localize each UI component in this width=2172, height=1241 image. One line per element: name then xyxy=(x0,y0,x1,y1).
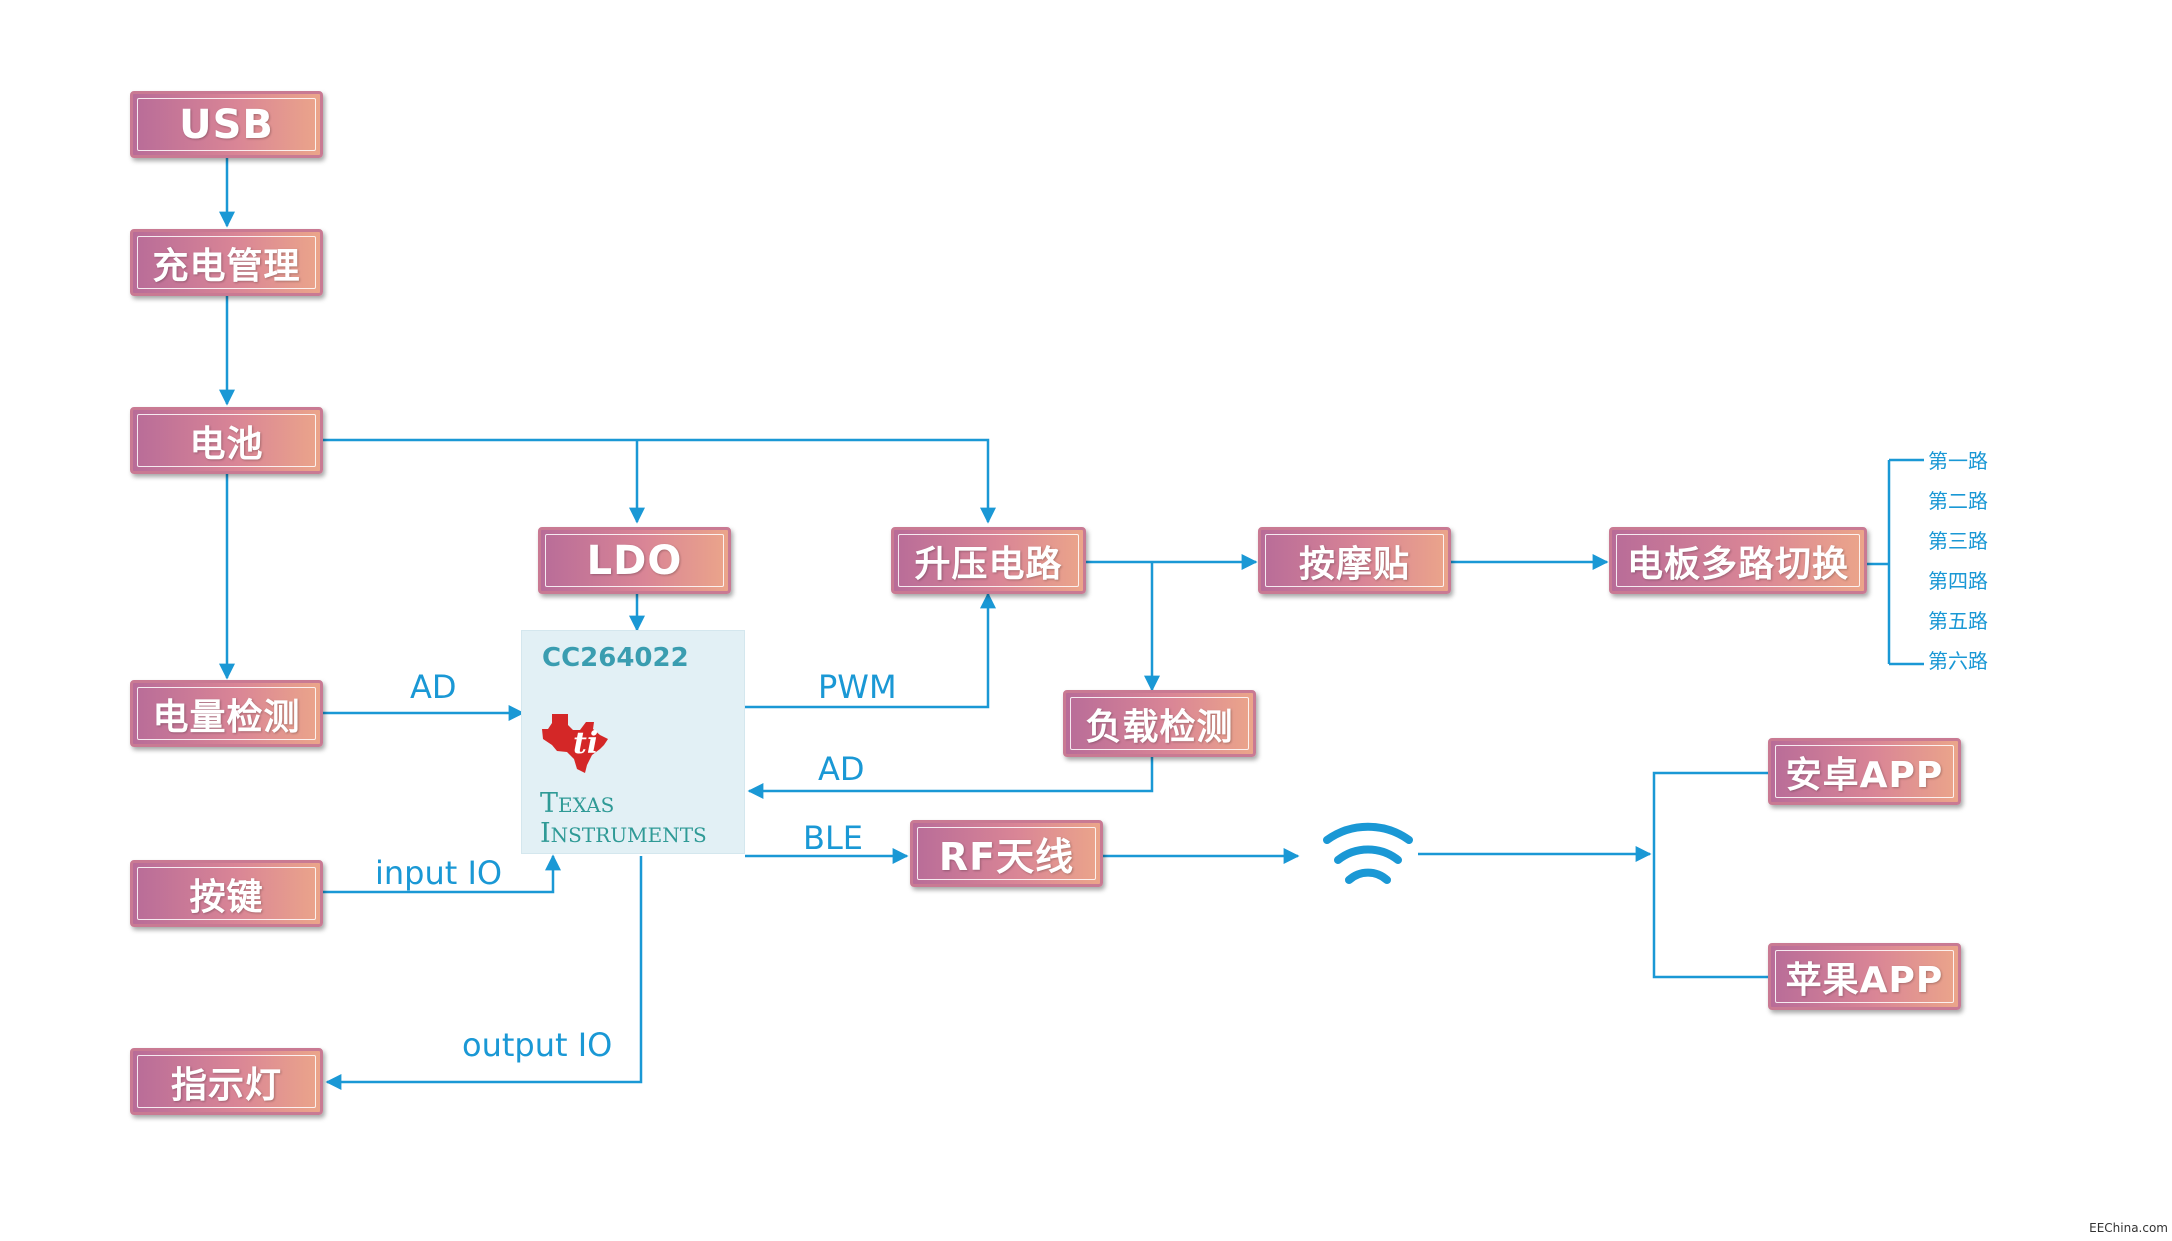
android-app-label: 安卓APP xyxy=(1785,754,1944,796)
indicator-label: 指示灯 xyxy=(170,1064,282,1106)
wireless-icon xyxy=(1323,822,1413,884)
signal-output-io: output IO xyxy=(462,1026,613,1064)
wire-key-mcu xyxy=(323,854,561,894)
channel-2: 第二路 xyxy=(1928,489,1988,513)
massage-patch-label: 按摩贴 xyxy=(1298,543,1410,585)
mcu-chip: CC264022 ti TEXAS INSTRUMENTS xyxy=(521,630,745,854)
usb-block: USB xyxy=(130,91,323,158)
power-detect-block: 电量检测 xyxy=(130,680,323,747)
key-label: 按键 xyxy=(189,876,264,918)
signal-pwm: PWM xyxy=(818,668,897,706)
wire-mcu-boost-pwm xyxy=(745,592,996,709)
channel-1: 第一路 xyxy=(1928,449,1988,473)
wire-mcu-indicator xyxy=(325,856,643,1090)
ti-logo-icon: ti xyxy=(542,714,608,773)
charge-management-label: 充电管理 xyxy=(152,245,301,287)
ldo-block: LDO xyxy=(538,527,731,594)
ios-app-label: 苹果APP xyxy=(1785,959,1944,1001)
boost-circuit-label: 升压电路 xyxy=(914,543,1063,585)
wire-battery-bus xyxy=(323,438,996,524)
mcu-name: CC264022 xyxy=(542,643,689,673)
rf-antenna-label: RF天线 xyxy=(938,835,1075,879)
channel-3: 第三路 xyxy=(1928,529,1988,553)
channel-5: 第五路 xyxy=(1928,609,1988,633)
electrode-switch-label: 电板多路切换 xyxy=(1626,543,1849,585)
indicator-block: 指示灯 xyxy=(130,1048,323,1115)
signal-ad-right: AD xyxy=(818,750,865,788)
battery-block: 电池 xyxy=(130,407,323,474)
ldo-label: LDO xyxy=(586,537,683,584)
channel-6: 第六路 xyxy=(1928,649,1988,673)
channel-4: 第四路 xyxy=(1928,569,1988,593)
signal-ble: BLE xyxy=(803,819,863,857)
watermark: EEChina.com xyxy=(2089,1221,2168,1235)
power-detect-label: 电量检测 xyxy=(152,696,301,738)
android-app-block: 安卓APP xyxy=(1768,738,1961,805)
ti-brand-line1: TEXAS xyxy=(540,788,615,819)
load-detect-label: 负载检测 xyxy=(1085,706,1234,748)
key-block: 按键 xyxy=(130,860,323,927)
svg-text:ti: ti xyxy=(573,726,598,761)
usb-label: USB xyxy=(179,101,274,148)
massage-patch-block: 按摩贴 xyxy=(1258,527,1451,594)
rf-antenna-block: RF天线 xyxy=(910,820,1103,887)
signal-ad-left: AD xyxy=(410,668,457,706)
battery-label: 电池 xyxy=(189,423,264,465)
signal-input-io: input IO xyxy=(375,854,503,892)
electrode-switch-block: 电板多路切换 xyxy=(1609,527,1867,594)
wire-app-branch xyxy=(1652,771,1768,979)
boost-circuit-block: 升压电路 xyxy=(891,527,1086,594)
wire-load-detect-mcu xyxy=(747,757,1154,799)
ti-brand-line2: INSTRUMENTS xyxy=(540,818,707,849)
load-detect-block: 负载检测 xyxy=(1063,690,1256,757)
charge-management-block: 充电管理 xyxy=(130,229,323,296)
ios-app-block: 苹果APP xyxy=(1768,943,1961,1010)
